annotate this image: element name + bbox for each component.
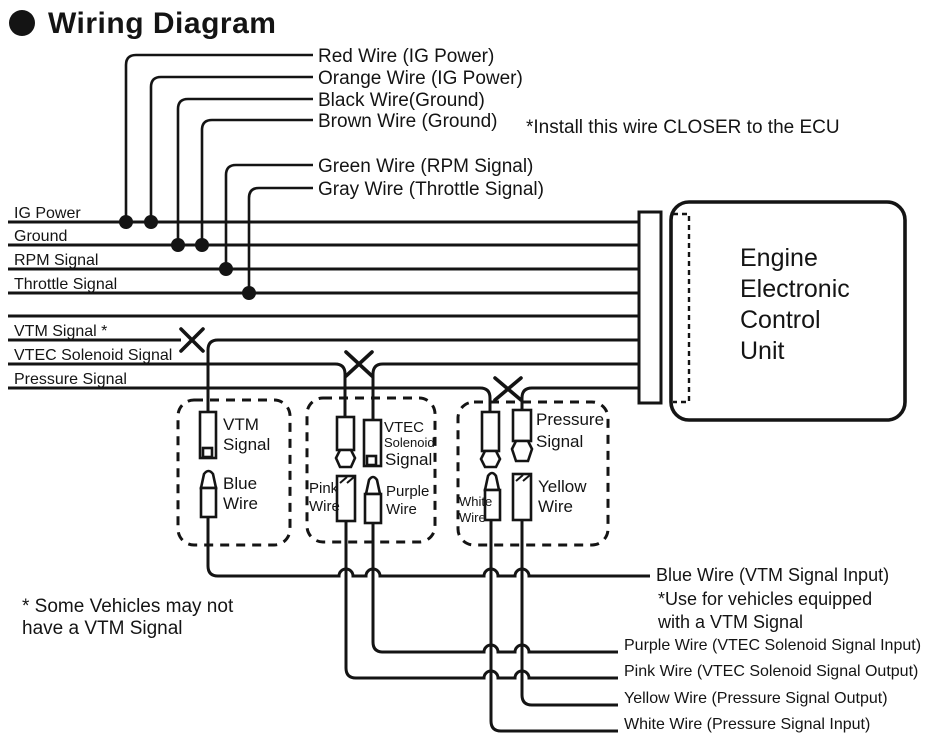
orange-splice-dot [144,215,158,229]
blue-output-note-line2: with a VTM Signal [657,612,803,632]
pressure-ecu-terminal [510,408,534,463]
vtm-connector-box [176,398,292,547]
vtm-signal-terminal [198,410,218,460]
vtec-box-signal-line2: Solenoid [384,435,435,450]
footnote-line2: have a VTM Signal [22,618,183,639]
blue-wire-terminal [199,469,218,519]
vtec-cut-x-icon [344,350,374,378]
bus-label-ground: Ground [14,228,67,245]
pressure-box-signal-line1: Pressure [536,410,604,429]
yellow-wire-name-line1: Yellow [538,477,587,496]
vtm-cut-x-icon [179,327,205,353]
gray-wire-leader [247,186,313,293]
blue-wire-path [206,517,650,578]
ecu-name-line3: Control [740,306,821,334]
ecu-box [669,200,907,422]
ecu-name-line4: Unit [740,337,785,365]
ecu-name-line1: Engine [740,244,818,272]
vtec-box-signal-line1: VTEC [384,419,424,436]
white-wire-terminal [483,471,502,522]
bullet-icon [9,10,35,36]
white-wire-name-line2: Wire [459,510,486,525]
bus-label-pressure: Pressure Signal [14,371,127,388]
gray-wire-label: Gray Wire (Throttle Signal) [318,179,544,200]
yellow-output-label: Yellow Wire (Pressure Signal Output) [624,690,888,707]
brown-splice-dot [195,238,209,252]
orange-wire-leader [149,75,313,222]
black-wire-leader [176,97,313,245]
ecu-name-line2: Electronic [740,275,850,303]
vtec-connector-box [305,396,437,544]
blue-output-label: Blue Wire (VTM Signal Input) [656,565,889,585]
bus-label-vtec: VTEC Solenoid Signal [14,347,172,364]
vtm-line-right [206,338,639,412]
install-note: *Install this wire CLOSER to the ECU [526,117,840,138]
vtec-harness-terminal [334,415,357,469]
pressure-connector-box [456,400,610,547]
blue-wire-name-line2: Wire [223,494,258,513]
gray-splice-dot [242,286,256,300]
pressure-harness-terminal [479,410,502,469]
vtm-box-signal-line2: Signal [223,435,270,454]
bus-label-rpm: RPM Signal [14,252,98,269]
green-wire-label: Green Wire (RPM Signal) [318,156,533,177]
pressure-cut-x-icon [493,376,523,402]
vtm-box-signal-line1: VTM [223,415,259,434]
bus-label-ig-power: IG Power [14,205,81,222]
black-wire-label: Black Wire(Ground) [318,90,485,111]
black-splice-dot [171,238,185,252]
purple-wire-name-line1: Purple [386,483,429,500]
white-wire-name-line1: White [459,494,492,509]
vtec-box-signal-line3: Signal [385,450,432,469]
purple-output-label: Purple Wire (VTEC Solenoid Signal Input) [624,637,921,654]
pink-output-label: Pink Wire (VTEC Solenoid Signal Output) [624,663,918,680]
vtec-line-left [8,362,347,417]
footnote-line1: * Some Vehicles may not [22,596,234,617]
purple-wire-terminal [363,475,383,525]
ecu-connector-bar [637,210,663,405]
white-wire-path [489,520,618,733]
pink-wire-name-line1: Pink [309,480,339,497]
bus-label-throttle: Throttle Signal [14,276,117,293]
green-splice-dot [219,262,233,276]
bus-label-vtm: VTM Signal * [14,323,107,340]
pressure-line-right [520,386,639,410]
pressure-line-left [8,386,492,412]
page-title: Wiring Diagram [48,7,276,40]
red-wire-label: Red Wire (IG Power) [318,46,494,67]
pink-wire-name-line2: Wire [309,498,340,515]
brown-wire-label: Brown Wire (Ground) [318,111,498,132]
vtec-ecu-terminal [362,418,383,468]
yellow-wire-terminal [511,472,533,522]
green-wire-leader [224,163,313,269]
ecu-inner-dashed-strip [673,212,691,404]
orange-wire-label: Orange Wire (IG Power) [318,68,523,89]
brown-wire-leader [200,118,313,245]
blue-output-note-line1: *Use for vehicles equipped [658,589,872,609]
white-output-label: White Wire (Pressure Signal Input) [624,716,870,733]
vtec-line-right [371,362,639,420]
pink-wire-terminal [335,474,357,523]
yellow-wire-path [520,520,618,707]
yellow-wire-name-line2: Wire [538,497,573,516]
pressure-box-signal-line2: Signal [536,432,583,451]
red-wire-leader [124,53,313,222]
red-splice-dot [119,215,133,229]
purple-wire-name-line2: Wire [386,501,417,518]
purple-wire-path [371,523,618,654]
blue-wire-name-line1: Blue [223,474,257,493]
